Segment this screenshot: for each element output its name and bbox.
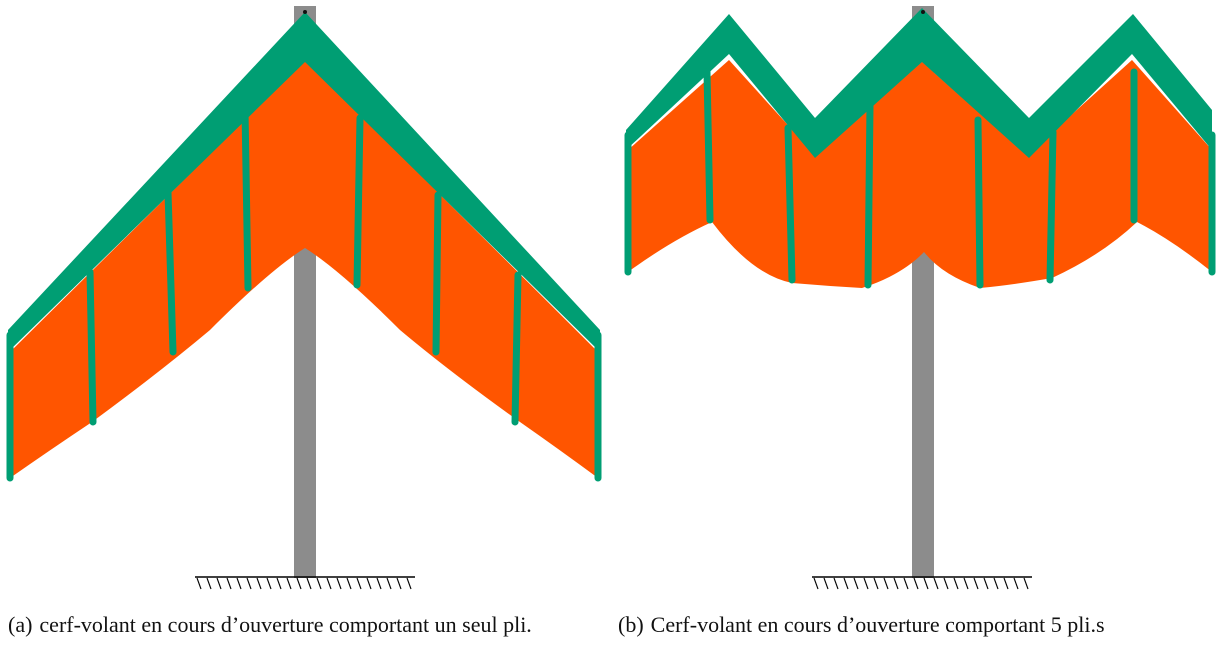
hatch-mark [903,577,909,590]
hatch-mark [893,577,899,590]
rib [784,124,796,284]
kite-sail [10,60,598,478]
hatch-mark [963,577,969,590]
five-fold-kite-diagram [624,6,1216,590]
hatch-mark [366,577,372,590]
hatch-mark [256,577,262,590]
caption-text: cerf-volant en cours d’ouverture comport… [39,612,532,637]
rib [164,188,177,356]
hatch-mark [943,577,949,590]
hatch-mark [356,577,362,590]
hatch-mark [863,577,869,590]
hatch-mark [853,577,859,590]
hatch-mark [813,577,819,590]
hatch-mark [873,577,879,590]
hatch-mark [306,577,312,590]
hatch-mark [196,577,202,590]
hatch-mark [246,577,252,590]
rib [432,191,442,356]
hatch-mark [1003,577,1009,590]
mast-top-point [921,10,925,14]
hatch-mark [1023,577,1029,590]
kite-ribs [6,106,602,482]
caption-b: (b) Cerf-volant en cours d’ouverture com… [618,610,1222,639]
hatch-mark [346,577,352,590]
rib [974,116,984,289]
rib [86,268,97,426]
hatch-mark [883,577,889,590]
hatch-mark [206,577,212,590]
hatch-mark [396,577,402,590]
rib [511,271,522,426]
mast-top-point [303,10,307,14]
hatch-mark [953,577,959,590]
ground-hatch-marks [813,577,1029,590]
rib [864,101,874,289]
hatch-mark [843,577,849,590]
hatch-mark [266,577,272,590]
hatch-mark [216,577,222,590]
hatch-mark [973,577,979,590]
hatch-mark [386,577,392,590]
hatch-mark [923,577,929,590]
figure-a: (a) cerf-volant en cours d’ouverture com… [6,6,608,639]
rib [241,106,252,292]
caption-a: (a) cerf-volant en cours d’ouverture com… [8,610,608,639]
hatch-mark [236,577,242,590]
kite-sail [628,60,1212,288]
hatch-mark [833,577,839,590]
hatch-mark [1013,577,1019,590]
hatch-mark [406,577,412,590]
hatch-mark [376,577,382,590]
hatch-mark [276,577,282,590]
kite-frame-leading-edge [626,8,1212,158]
caption-tag: (a) [8,612,33,637]
hatch-mark [913,577,919,590]
ground-hatch-marks [196,577,412,590]
hatch-mark [316,577,322,590]
hatch-mark [993,577,999,590]
caption-tag: (b) [618,612,644,637]
rib [353,114,364,289]
hatch-mark [326,577,332,590]
hatch-mark [226,577,232,590]
figure-b: (b) Cerf-volant en cours d’ouverture com… [612,0,1222,666]
hatch-mark [286,577,292,590]
hatch-mark [336,577,342,590]
rib [703,68,714,224]
hatch-mark [983,577,989,590]
kite-ribs [624,68,1216,289]
rib [1046,128,1057,284]
hatch-mark [296,577,302,590]
single-fold-kite-diagram [6,6,602,590]
hatch-mark [933,577,939,590]
hatch-mark [823,577,829,590]
caption-text: Cerf-volant en cours d’ouverture comport… [650,612,1105,637]
